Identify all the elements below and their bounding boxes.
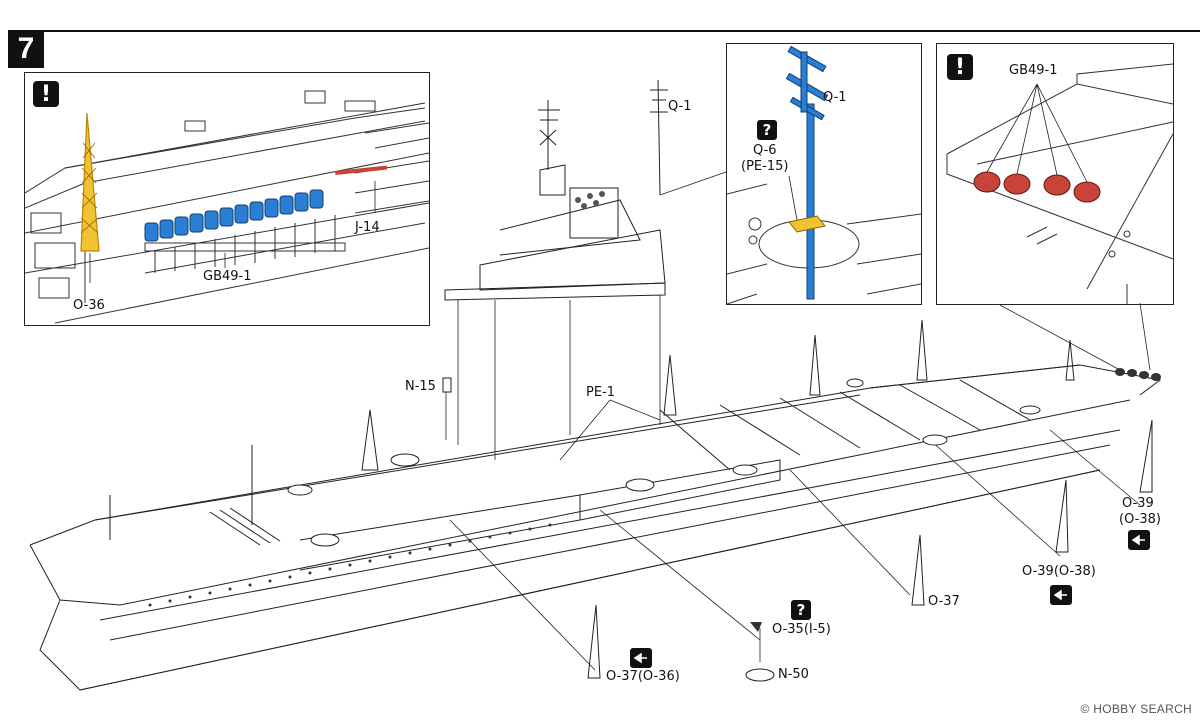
label-o36-inset: O-36 xyxy=(73,298,105,313)
step-number: 7 xyxy=(8,30,44,68)
label-o39-mid: O-39(O-38) xyxy=(1022,564,1096,579)
gb49-liferaft-row xyxy=(144,189,324,242)
label-o37: O-37 xyxy=(928,594,960,609)
island-radar-dish xyxy=(575,191,605,209)
inset-bow-detail-drawing xyxy=(946,63,1173,304)
j14-part-highlight xyxy=(335,165,388,175)
question-icon-bottom: ? xyxy=(791,600,811,620)
q6-platform-yellow xyxy=(788,215,826,233)
label-n15: N-15 xyxy=(405,379,436,394)
inset-mast-zoom: Q-1 ? Q-6 (PE-15) xyxy=(726,43,922,305)
label-q1-mast: Q-1 xyxy=(668,99,692,114)
step-header-rule xyxy=(8,30,1200,32)
island-superstructure xyxy=(444,100,666,301)
hull-outline xyxy=(29,364,1162,691)
inset-mast-zoom-drawing xyxy=(727,45,921,304)
label-q1-zoom: Q-1 xyxy=(823,90,847,105)
q1-mast-exploded xyxy=(650,79,668,196)
label-gb49-1-left: GB49-1 xyxy=(203,269,252,284)
watermark: © HOBBY SEARCH xyxy=(1080,702,1192,716)
question-icon: ? xyxy=(757,120,777,140)
label-o39-right: O-39 xyxy=(1122,496,1154,511)
label-pe15: (PE-15) xyxy=(741,159,789,174)
label-j14: J-14 xyxy=(355,220,380,235)
lattice-masts xyxy=(109,319,1153,679)
label-pe1: PE-1 xyxy=(586,385,616,400)
label-n50: N-50 xyxy=(778,667,809,682)
inset-side-detail-drawing xyxy=(25,90,429,324)
gun-tubs xyxy=(287,378,1041,682)
label-q6: Q-6 xyxy=(753,143,777,158)
leader-lines xyxy=(445,171,1151,671)
exclamation-icon: ! xyxy=(33,81,59,107)
o36-lattice-mast xyxy=(80,112,100,252)
direction-arrow-icon-bottom xyxy=(630,648,652,668)
direction-arrow-icon xyxy=(1128,530,1150,550)
n15-part xyxy=(442,377,452,393)
inset-side-detail: ! O-36 GB49-1 J-14 xyxy=(24,72,430,326)
inset-bow-detail: ! GB49-1 xyxy=(936,43,1174,305)
label-o35-i5: O-35(I-5) xyxy=(772,622,831,637)
porthole-row xyxy=(148,523,552,607)
label-o37-o36: O-37(O-36) xyxy=(606,669,680,684)
bow-rafts-small xyxy=(1115,368,1161,381)
exclamation-icon-right: ! xyxy=(947,54,973,80)
label-gb49-1-right: GB49-1 xyxy=(1009,63,1058,78)
direction-arrow-icon-mid xyxy=(1050,585,1072,605)
label-o38-right: (O-38) xyxy=(1119,512,1161,527)
q1-mast-blue xyxy=(785,45,829,300)
o35-part xyxy=(750,622,762,632)
